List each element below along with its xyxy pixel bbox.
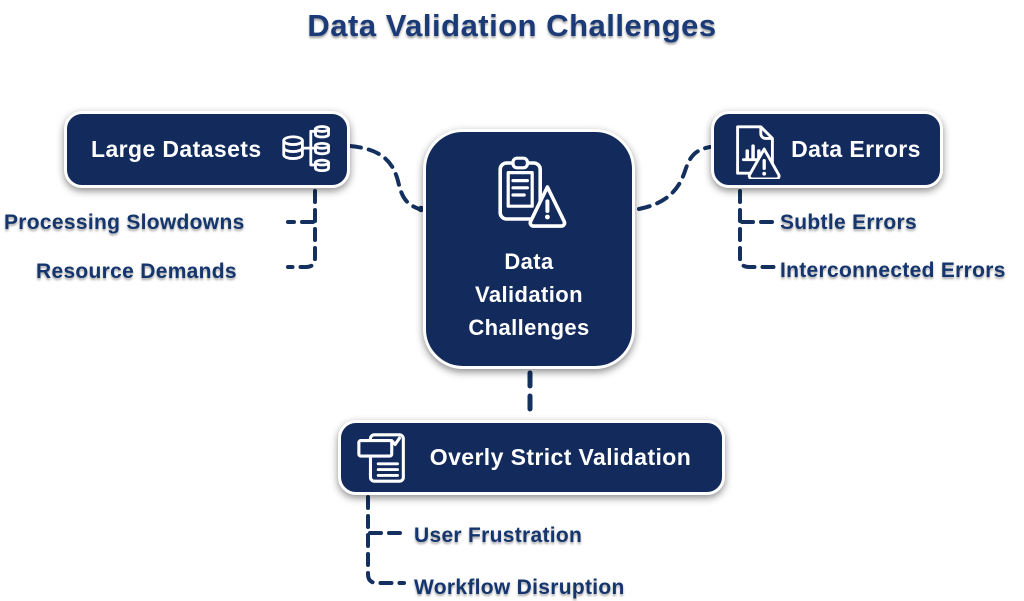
sub-label-subtle-errors: Subtle Errors (780, 211, 917, 234)
sub-label-interconnected-errors: Interconnected Errors (780, 259, 1006, 282)
connector-data-errors-children (738, 189, 778, 269)
node-data-errors: Data Errors (711, 111, 943, 188)
node-large-datasets: Large Datasets (64, 111, 350, 188)
sub-label-resource-demands: Resource Demands (36, 260, 237, 283)
form-checklist-icon (355, 429, 413, 487)
page-title: Data Validation Challenges (307, 8, 717, 43)
center-node-line-1: Data (504, 248, 554, 274)
node-data-errors-label: Data Errors (791, 136, 921, 162)
node-overly-strict-validation-label: Overly Strict Validation (429, 444, 692, 470)
sub-label-processing-slowdowns: Processing Slowdowns (4, 211, 245, 234)
connector-large-datasets-children (286, 189, 317, 269)
connector-center-to-data-errors (637, 145, 712, 211)
node-overly-strict-validation: Overly Strict Validation (338, 420, 725, 495)
node-center: Data Validation Challenges (423, 129, 635, 369)
sub-label-user-frustration: User Frustration (414, 524, 583, 547)
center-node-line-2: Validation (475, 281, 583, 307)
database-network-icon (279, 122, 337, 178)
sub-label-workflow-disruption: Workflow Disruption (414, 576, 625, 599)
clipboard-warning-icon (488, 155, 570, 235)
connector-large-datasets-to-center (348, 144, 421, 211)
file-chart-warning-icon (726, 121, 784, 179)
node-large-datasets-label: Large Datasets (91, 136, 262, 162)
connector-overly-strict-children (366, 495, 406, 585)
center-node-line-3: Challenges (468, 314, 590, 340)
